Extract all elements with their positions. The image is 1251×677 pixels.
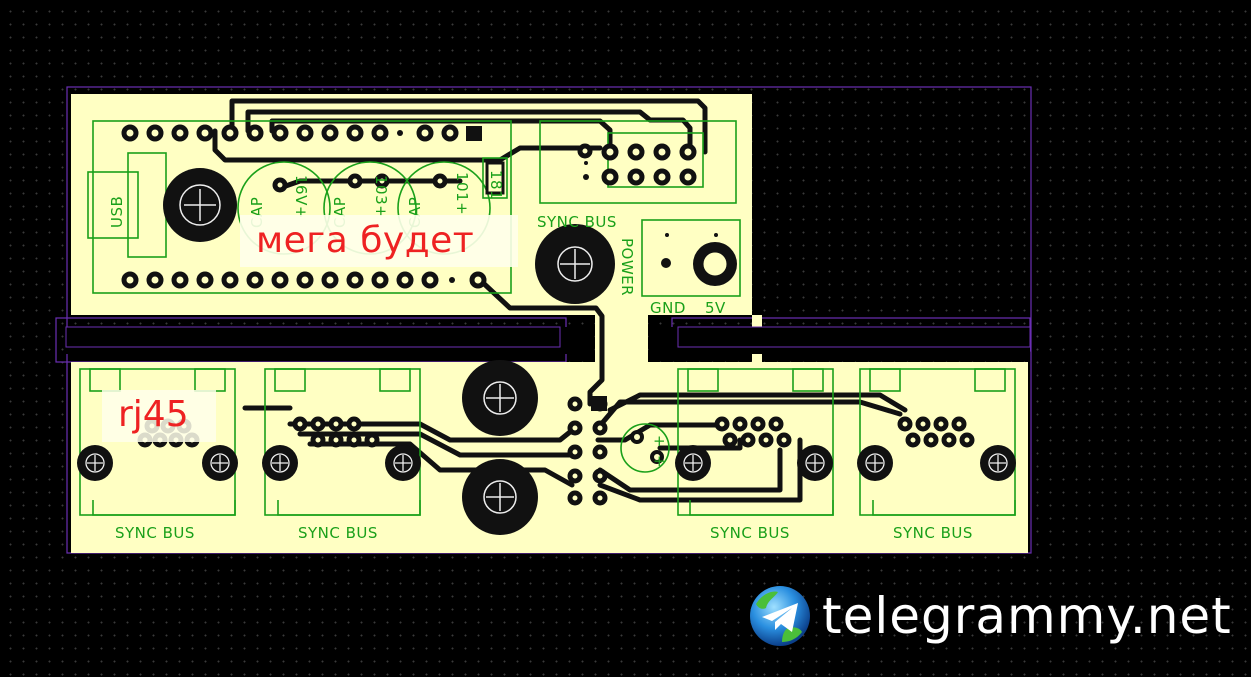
- header-pads-top: [121, 124, 459, 142]
- watermark-text: telegrammy.net: [822, 587, 1232, 645]
- annotation-rj45: rj45: [102, 390, 216, 442]
- rj45-shield-pins: [77, 445, 1016, 481]
- watermark: telegrammy.net: [748, 584, 1232, 648]
- sync-bus-label-2: SYNC BUS: [298, 524, 378, 542]
- mounting-holes: [163, 168, 615, 535]
- annotation-mega: мега будет: [240, 215, 518, 267]
- cap-value-1: 16V+: [292, 175, 310, 219]
- telegram-globe-icon: [750, 586, 810, 646]
- cap-value-2: 103+: [372, 175, 390, 218]
- svg-text:+: +: [653, 432, 666, 450]
- svg-text:+: +: [653, 452, 666, 470]
- 5v-label: 5V: [705, 299, 726, 317]
- power-label: POWER: [618, 238, 636, 296]
- sync-bus-top-label: SYNC BUS: [537, 213, 617, 231]
- sync-bus-label-1: SYNC BUS: [115, 524, 195, 542]
- resistor-marking: 181: [487, 170, 505, 200]
- usb-label: USB: [108, 196, 126, 228]
- sync-bus-header-pads: [577, 143, 697, 186]
- rj45-pads: [137, 416, 975, 448]
- sync-bus-label-4: SYNC BUS: [893, 524, 973, 542]
- cap-value-3: 101+: [453, 172, 471, 215]
- power-jack: [661, 233, 737, 286]
- gnd-label: GND: [650, 299, 686, 317]
- header-pads-bottom: [121, 271, 487, 289]
- sync-bus-label-3: SYNC BUS: [710, 524, 790, 542]
- slot-cutouts: [66, 327, 1030, 354]
